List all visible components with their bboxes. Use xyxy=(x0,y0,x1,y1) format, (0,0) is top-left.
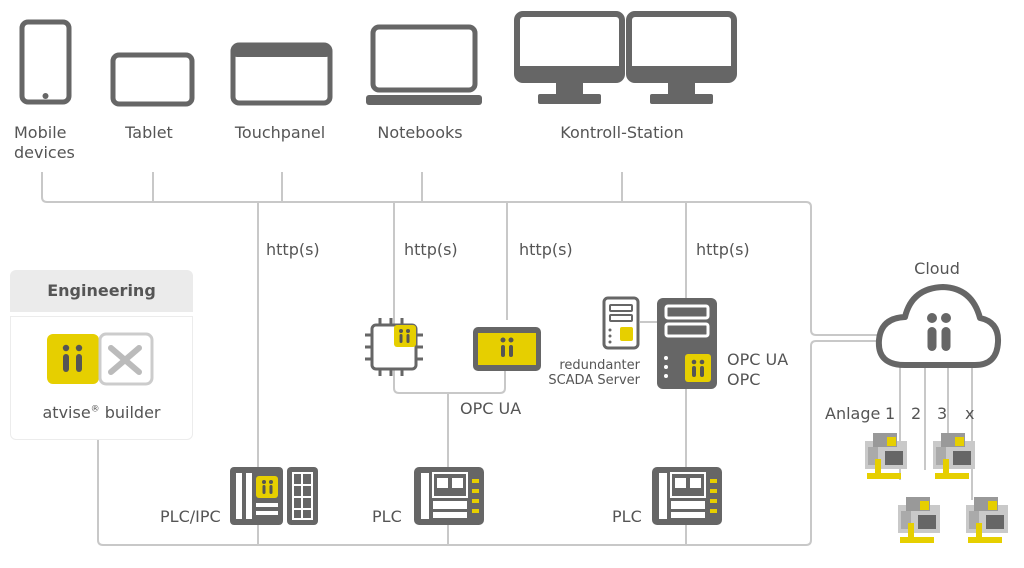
embedded-chip-icon xyxy=(365,318,423,376)
notebook-icon xyxy=(366,24,482,105)
touchpanel-icon xyxy=(230,42,333,106)
opc-ua-gateway-icon xyxy=(473,327,541,371)
label-cloud: Cloud xyxy=(914,259,960,278)
label-plc-2: PLC xyxy=(612,507,642,526)
label-plant-number-x: x xyxy=(965,404,975,423)
label-tablet: Tablet xyxy=(125,123,173,142)
engineering-header: Engineering xyxy=(10,270,193,312)
label-plant-number-2: 2 xyxy=(911,404,922,423)
bottom-bus-line xyxy=(97,340,880,546)
label-http-3: http(s) xyxy=(519,240,573,259)
label-opc-ua-gateway: OPC UA xyxy=(460,399,522,418)
plc-ipc-icon xyxy=(230,467,318,525)
plant-machine-icon-4 xyxy=(966,497,1008,543)
plant-machine-icon-2 xyxy=(933,433,975,479)
label-plant-number-3: 3 xyxy=(937,404,948,423)
builder-tools-icon xyxy=(98,332,154,386)
control-station-icon xyxy=(514,11,737,104)
scada-server-icon xyxy=(657,298,717,389)
label-control-station: Kontroll-Station xyxy=(560,123,684,142)
label-server-protocols: OPC UA OPC xyxy=(727,350,789,389)
mobile-device-icon xyxy=(19,19,72,105)
label-http-2: http(s) xyxy=(404,240,458,259)
atvise-builder-label: atvise® builder xyxy=(42,403,161,422)
plant-machine-icon-3 xyxy=(898,497,940,543)
device-bus-line xyxy=(41,172,880,336)
label-http-4: http(s) xyxy=(696,240,750,259)
label-http-1: http(s) xyxy=(266,240,320,259)
atvise-logo-icon xyxy=(47,334,99,384)
engineering-body: atvise® builder xyxy=(10,316,193,440)
redundant-server-icon xyxy=(602,296,640,350)
label-touchpanel: Touchpanel xyxy=(234,123,326,142)
drop-line-gateway xyxy=(393,202,506,394)
engineering-panel: Engineering atvise® builder xyxy=(10,270,193,440)
plc-icon-1 xyxy=(414,467,484,525)
plant-machine-icon-1 xyxy=(865,433,907,479)
cloud-icon xyxy=(875,284,1002,368)
label-plant: Anlage xyxy=(825,404,881,423)
label-plc-ipc: PLC/IPC xyxy=(160,507,221,526)
label-mobile-devices: Mobile devices xyxy=(14,123,75,162)
tablet-icon xyxy=(110,52,195,107)
engineering-title: Engineering xyxy=(47,281,156,300)
label-plc-1: PLC xyxy=(372,507,402,526)
label-notebooks: Notebooks xyxy=(377,123,463,142)
label-redundant-server: redundanter SCADA Server xyxy=(548,358,640,388)
label-plant-number-1: 1 xyxy=(885,404,896,423)
plc-icon-2 xyxy=(652,467,722,525)
